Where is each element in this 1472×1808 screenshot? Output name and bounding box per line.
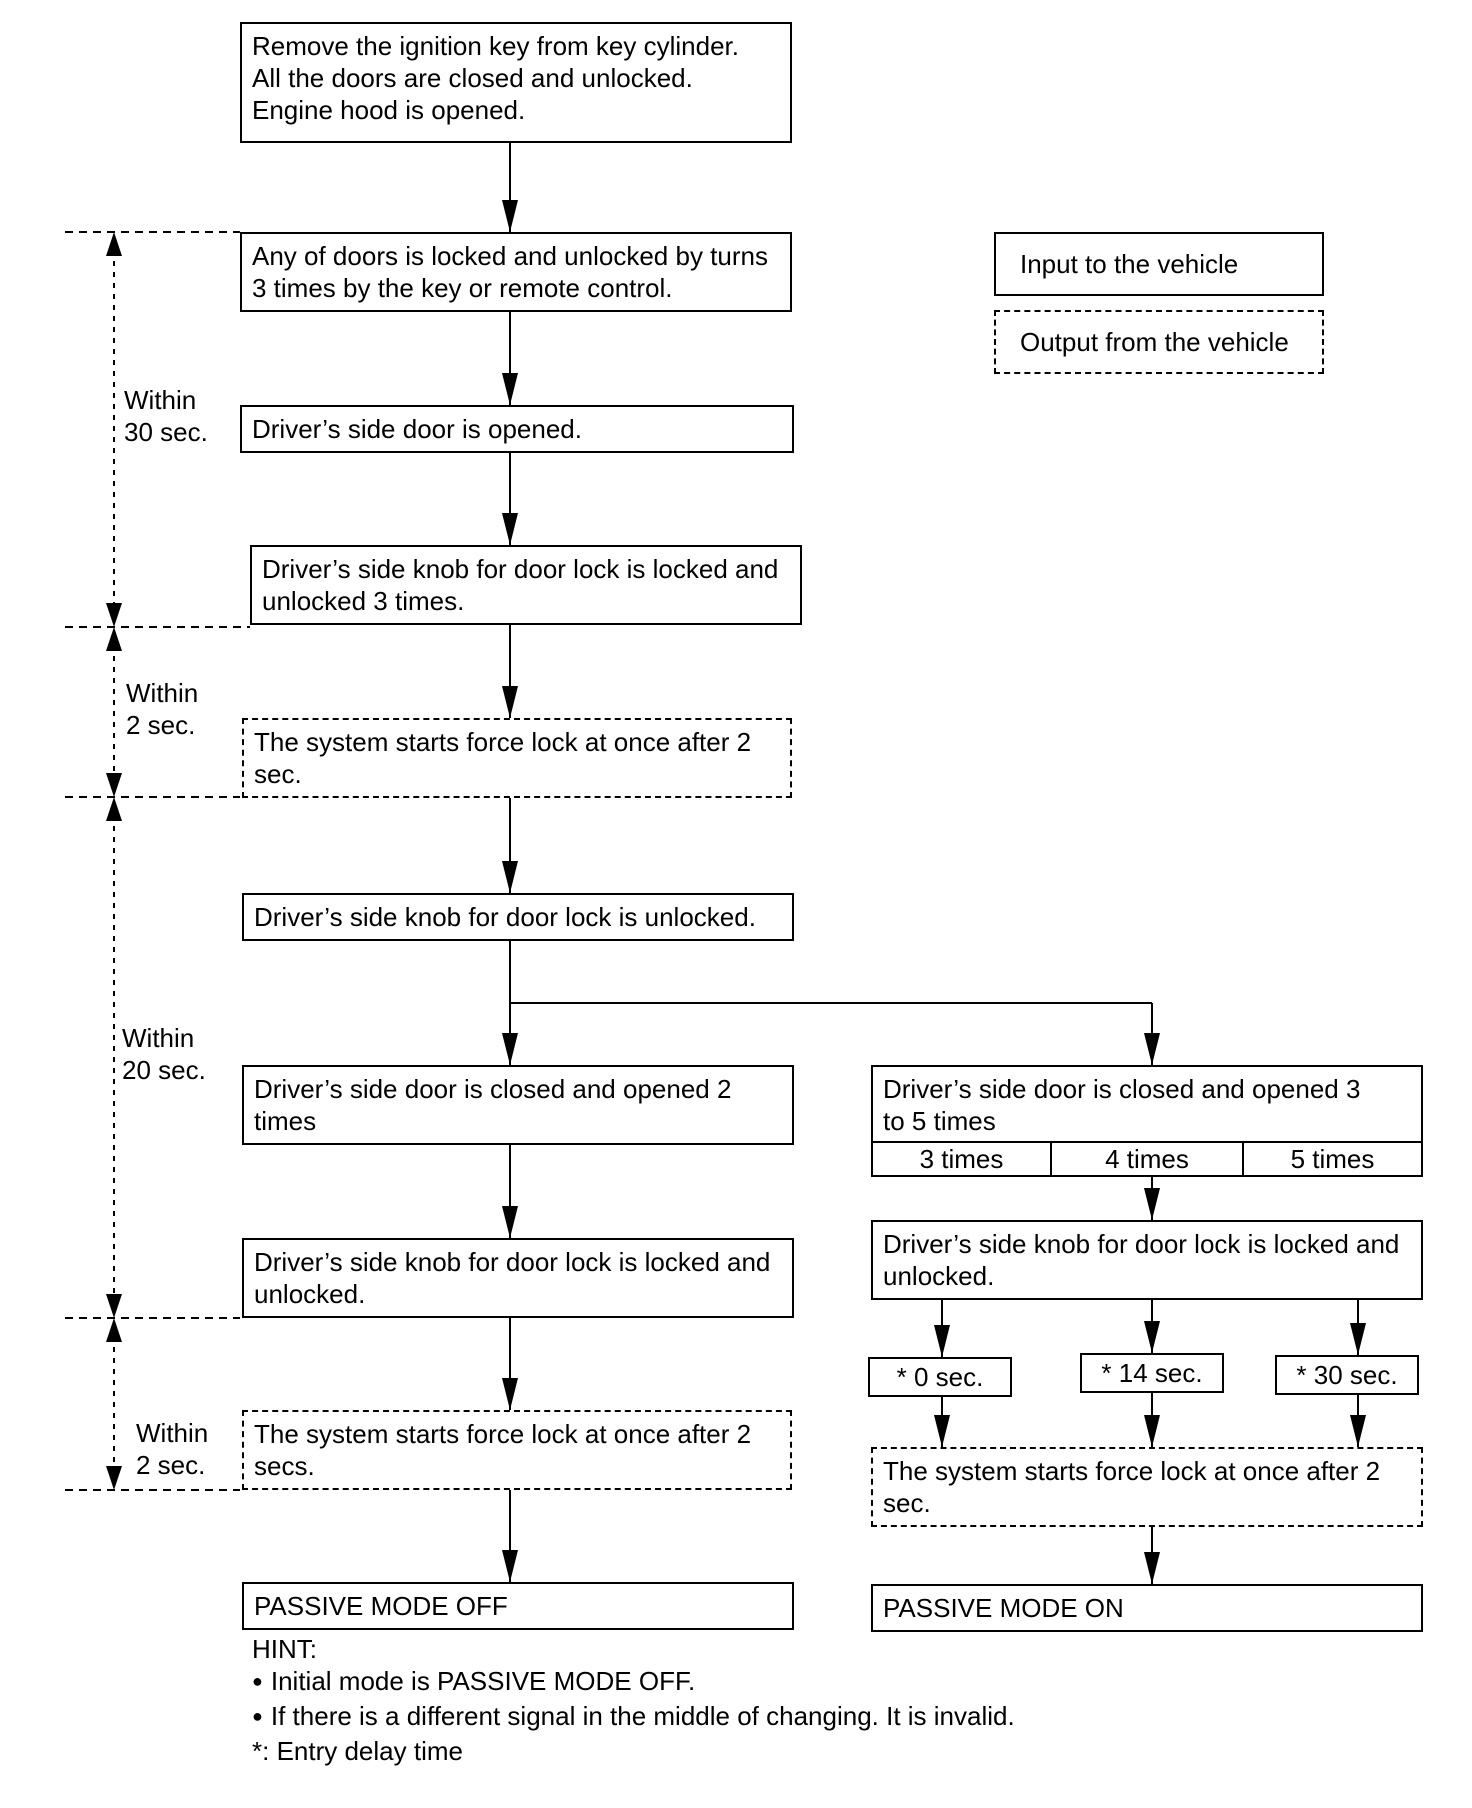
right-force-lock: The system starts force lock at once aft… (871, 1447, 1423, 1527)
right-knob-locked-unlocked: Driver’s side knob for door lock is lock… (871, 1220, 1423, 1300)
option-5-times: 5 times (1242, 1143, 1421, 1175)
passive-mode-on: PASSIVE MODE ON (871, 1584, 1423, 1632)
timing-label-2-sec-b: Within 2 sec. (136, 1418, 209, 1480)
step-force-lock-1: The system starts force lock at once aft… (242, 718, 792, 798)
step-lock-unlock-3-times: Any of doors is locked and unlocked by t… (240, 232, 792, 312)
delay-0-sec: * 0 sec. (868, 1357, 1012, 1397)
step-knob-unlocked: Driver’s side knob for door lock is unlo… (242, 893, 794, 941)
hint-bullet: Initial mode is PASSIVE MODE OFF. (252, 1665, 1015, 1700)
hint-bullet: If there is a different signal in the mi… (252, 1700, 1015, 1735)
timing-label-30-sec: Within 30 sec. (124, 385, 208, 447)
legend-output: Output from the vehicle (994, 310, 1324, 374)
delay-30-sec: * 30 sec. (1275, 1355, 1419, 1395)
left-door-closed-opened-2: Driver’s side door is closed and opened … (242, 1065, 794, 1145)
step-knob-locked-3-times: Driver’s side knob for door lock is lock… (250, 545, 802, 625)
passive-mode-off: PASSIVE MODE OFF (242, 1582, 794, 1630)
timing-label-20-sec: Within 20 sec. (122, 1023, 206, 1085)
legend-input: Input to the vehicle (994, 232, 1324, 296)
left-force-lock: The system starts force lock at once aft… (242, 1410, 792, 1490)
option-4-times: 4 times (1050, 1143, 1242, 1175)
option-3-times: 3 times (919, 1143, 1004, 1174)
timing-label-2-sec-a: Within 2 sec. (126, 678, 199, 740)
hint-title: HINT: (252, 1634, 317, 1664)
delay-14-sec: * 14 sec. (1080, 1353, 1224, 1393)
right-door-closed-opened-3-5: Driver’s side door is closed and opened … (871, 1065, 1423, 1145)
left-knob-locked-unlocked: Driver’s side knob for door lock is lock… (242, 1238, 794, 1318)
step-remove-key: Remove the ignition key from key cylinde… (240, 22, 792, 143)
times-options-row: 3 times 4 times 5 times (871, 1141, 1423, 1177)
hint-footnote: *: Entry delay time (252, 1736, 463, 1766)
step-driver-door-opened: Driver’s side door is opened. (240, 405, 794, 453)
hint-section: HINT: Initial mode is PASSIVE MODE OFF. … (252, 1633, 1015, 1767)
